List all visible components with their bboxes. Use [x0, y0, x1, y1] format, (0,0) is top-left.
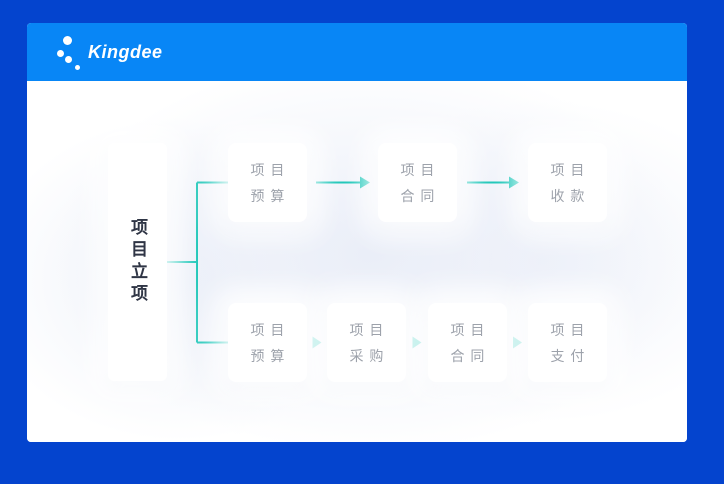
flow-connectors — [167, 176, 522, 349]
node-label-line: 项目 — [250, 161, 291, 178]
node-label-line: 项目 — [550, 161, 591, 178]
node-label-line: 合同 — [400, 187, 441, 204]
node-label-line: 支付 — [550, 347, 591, 364]
node-label-line: 项目 — [550, 321, 591, 338]
arrow-bottom-3-icon — [513, 336, 522, 349]
node-label-line: 项目 — [400, 161, 441, 178]
logo-dot — [75, 65, 80, 70]
node-label: 项目立项 — [128, 218, 147, 306]
arrow-top-1-head — [360, 176, 370, 189]
node-label-line: 项目 — [250, 321, 291, 338]
logo-dot — [63, 36, 72, 45]
node-label-line: 采购 — [349, 347, 390, 364]
node-bottom-project-contract: 项目 合同 — [428, 303, 507, 382]
node-bottom-project-budget: 项目 预算 — [228, 303, 307, 382]
node-label-line: 预算 — [250, 347, 291, 364]
node-label-line: 项目 — [450, 321, 491, 338]
node-label-line: 合同 — [450, 347, 491, 364]
node-label-line: 项目 — [349, 321, 390, 338]
arrow-bottom-2-icon — [412, 336, 422, 349]
node-top-project-contract: 项目 合同 — [378, 143, 457, 222]
logo-text: Kingdee — [88, 41, 163, 62]
node-label-line: 预算 — [250, 187, 291, 204]
kingdee-card: Kingdee 项目立项 项目 预算 项目 合同 — [27, 23, 687, 442]
node-project-initiation: 项目立项 — [108, 143, 167, 381]
node-top-project-receipt: 项目 收款 — [528, 143, 607, 222]
kingdee-logo: Kingdee — [57, 34, 163, 70]
kingdee-logo-icon — [57, 34, 85, 70]
node-bottom-project-procurement: 项目 采购 — [327, 303, 406, 382]
arrow-bottom-1-icon — [312, 336, 322, 349]
logo-dot — [57, 50, 64, 57]
node-bottom-project-payment: 项目 支付 — [528, 303, 607, 382]
flowchart-canvas: 项目立项 项目 预算 项目 合同 项目 收款 项目 预算 项目 采购 项目 合同… — [27, 81, 687, 442]
node-label-line: 收款 — [550, 187, 591, 204]
node-top-project-budget: 项目 预算 — [228, 143, 307, 222]
logo-dot — [65, 56, 72, 63]
arrow-top-2-head — [509, 176, 519, 189]
header-bar: Kingdee — [27, 23, 687, 81]
